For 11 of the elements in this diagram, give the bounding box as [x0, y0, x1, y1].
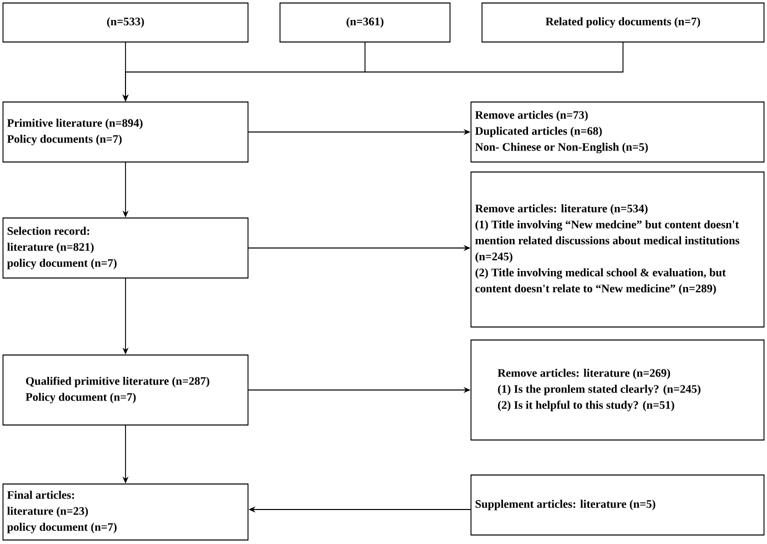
process-box: Primitive literature (n=894) Policy documents (n=7) [2, 102, 248, 162]
process-box: Remove articles: literature (n=534) (1) Title involving “New medcine” but content doesn't mention related discussions about medical institutions (n=245) (2) Title involving medical school & evaluation, but content doesn't relate to “New medicine” (n=289) [470, 172, 764, 328]
process-box: Supplement articles: literature (n=5) [470, 474, 764, 536]
process-box: (n=361) [280, 2, 450, 42]
process-box: Qualified primitive literature (n=287) Policy document (n=7) [2, 354, 248, 426]
process-box: Selection record: literature (n=821) policy document (n=7) [2, 218, 248, 278]
process-box: Remove articles (n=73) Duplicated articles (n=68) Non- Chinese or Non-English (n=5) [470, 102, 764, 162]
process-box: (n=533) [2, 2, 248, 42]
process-box: Related policy documents (n=7) [482, 2, 764, 42]
process-box: Remove articles: literature (n=269) (1) Is the pronlem stated clearly? (n=245) (2) Is it helpful to this study? (n=51) [470, 340, 764, 440]
process-box: Final articles: literature (n=23) policy document (n=7) [2, 484, 248, 540]
